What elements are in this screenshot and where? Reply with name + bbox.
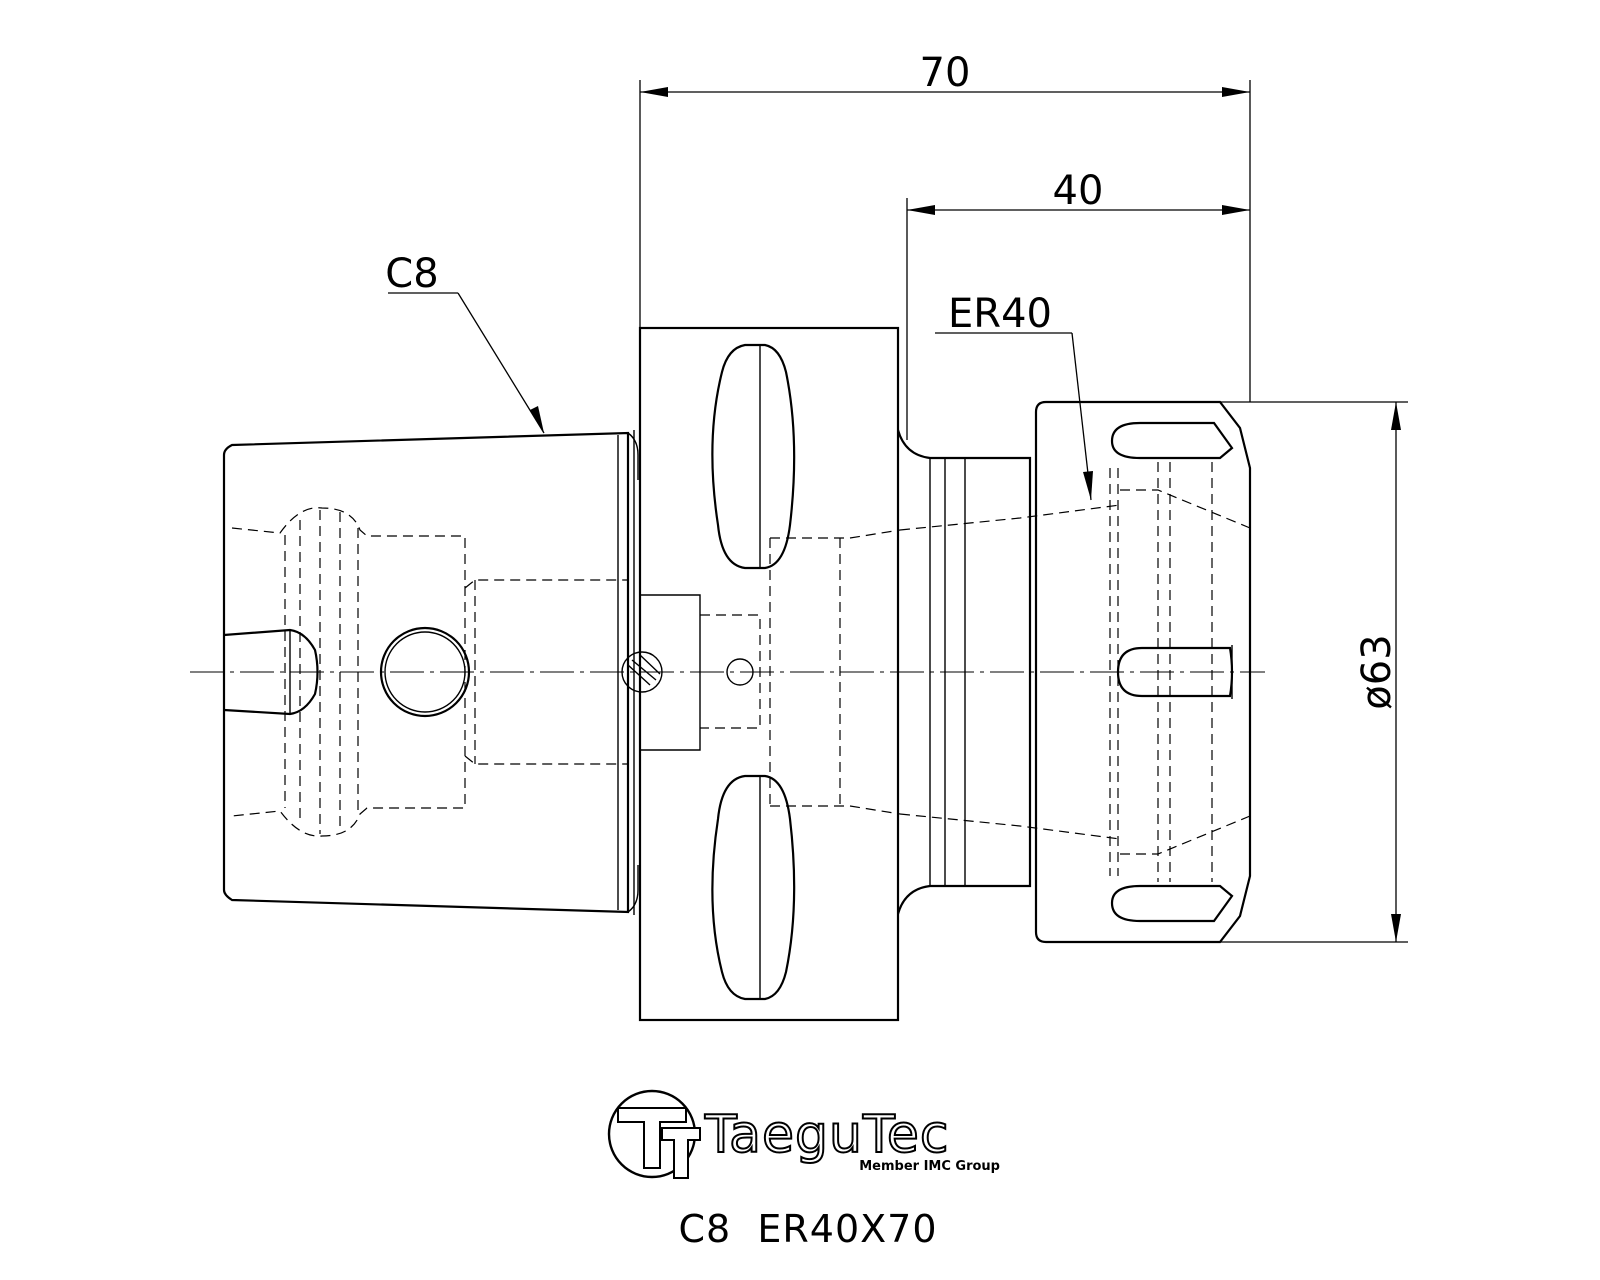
er40-nut [1034, 400, 1252, 944]
part-caption: C8 ER40X70 [678, 1207, 937, 1251]
logo-wordmark: TaeguTec [704, 1105, 950, 1165]
dimension-70-label: 70 [920, 50, 971, 96]
dimension-40-label: 40 [1053, 168, 1104, 214]
label-er40: ER40 [948, 291, 1052, 337]
cross-hole [379, 626, 471, 718]
c8-shank [222, 430, 639, 915]
diameter-label: ø63 [1354, 634, 1400, 709]
taegutec-logo: TaeguTec Member IMC Group [607, 1089, 1000, 1179]
dimension-40: 40 [906, 168, 1250, 440]
flange-body [621, 326, 901, 1022]
label-c8: C8 [385, 251, 438, 297]
dimension-diameter: ø63 [1220, 401, 1408, 943]
dimension-70: 70 [639, 50, 1251, 402]
leader-c8: C8 [385, 251, 545, 434]
taegutec-emblem-icon [607, 1089, 701, 1179]
leader-er40: ER40 [935, 291, 1093, 501]
logo-tagline: Member IMC Group [859, 1159, 1000, 1174]
neck [896, 429, 1121, 915]
